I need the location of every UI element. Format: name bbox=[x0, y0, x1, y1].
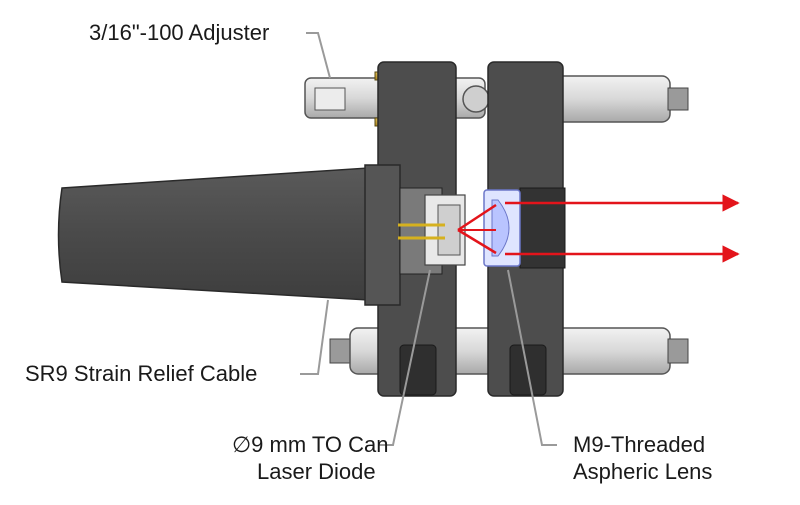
lens-label-line1: M9-Threaded bbox=[573, 432, 706, 457]
laser-diode-can bbox=[398, 187, 466, 275]
strain-relief-label: SR9 Strain Relief Cable bbox=[25, 361, 258, 386]
adjuster-label: 3/16"-100 Adjuster bbox=[89, 20, 270, 45]
diode-label-line1: ∅9 mm TO Can bbox=[232, 432, 389, 457]
strain-relief-leader bbox=[300, 299, 329, 375]
internal-beams bbox=[457, 203, 497, 255]
aspheric-lens bbox=[483, 189, 521, 267]
diode-leader bbox=[378, 269, 431, 446]
leader-lines bbox=[300, 32, 557, 446]
diode-label-line2: Laser Diode bbox=[257, 459, 376, 484]
upper-guide-rod bbox=[554, 75, 689, 123]
lens-label-line2: Aspheric Lens bbox=[573, 459, 713, 484]
lens-leader bbox=[507, 269, 557, 446]
strain-relief-cone bbox=[57, 167, 369, 301]
adjuster-leader bbox=[306, 32, 331, 79]
